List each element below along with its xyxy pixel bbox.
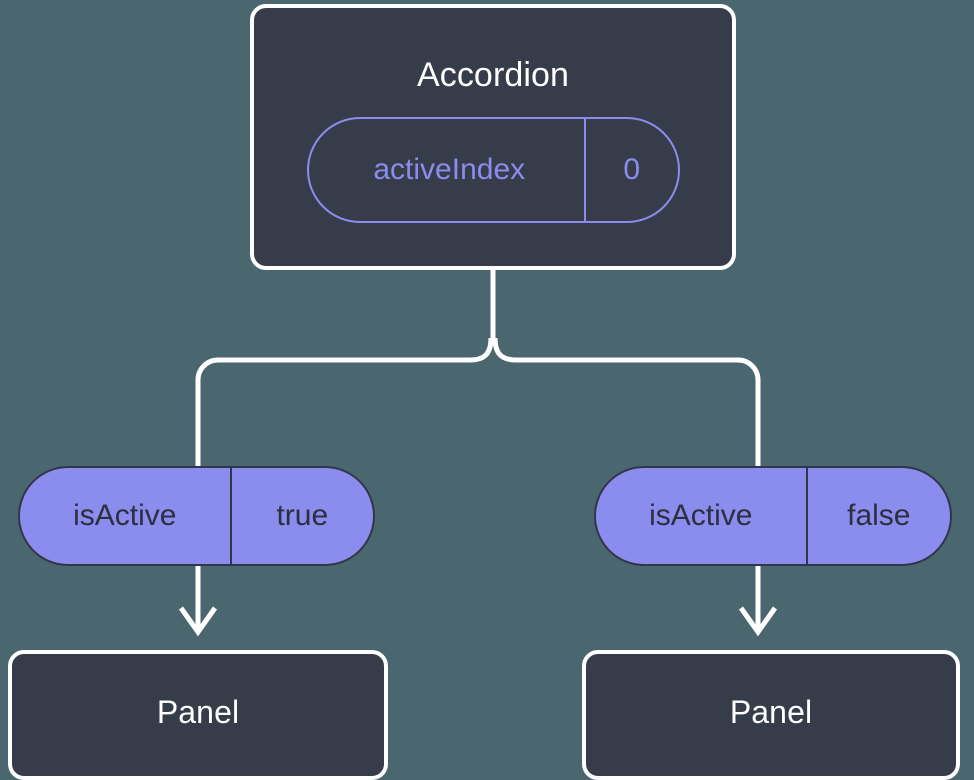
right-panel-component-node[interactable]: Panel	[582, 650, 960, 780]
fork-connector-left	[195, 337, 494, 470]
right-panel-arrow-head	[738, 606, 778, 637]
right-branch-prop-pill[interactable]: isActive false	[594, 466, 952, 566]
right-branch-prop-value: false	[847, 499, 911, 532]
accordion-state-pill[interactable]: activeIndex 0	[307, 117, 680, 223]
left-branch-prop-pill[interactable]: isActive true	[18, 466, 375, 566]
left-panel-node-title: Panel	[156, 694, 240, 730]
left-panel-component-node[interactable]: Panel	[8, 650, 388, 780]
accordion-state-value: 0	[623, 153, 641, 186]
left-panel-arrow-head	[178, 606, 218, 637]
accordion-state-key: activeIndex	[309, 119, 586, 221]
accordion-node-title: Accordion	[416, 56, 570, 94]
right-panel-node-title: Panel	[729, 694, 813, 730]
left-branch-prop-value: true	[276, 499, 329, 532]
left-branch-prop-key: isActive	[20, 468, 232, 564]
fork-connector-right	[492, 337, 761, 470]
right-branch-prop-key: isActive	[596, 468, 808, 564]
